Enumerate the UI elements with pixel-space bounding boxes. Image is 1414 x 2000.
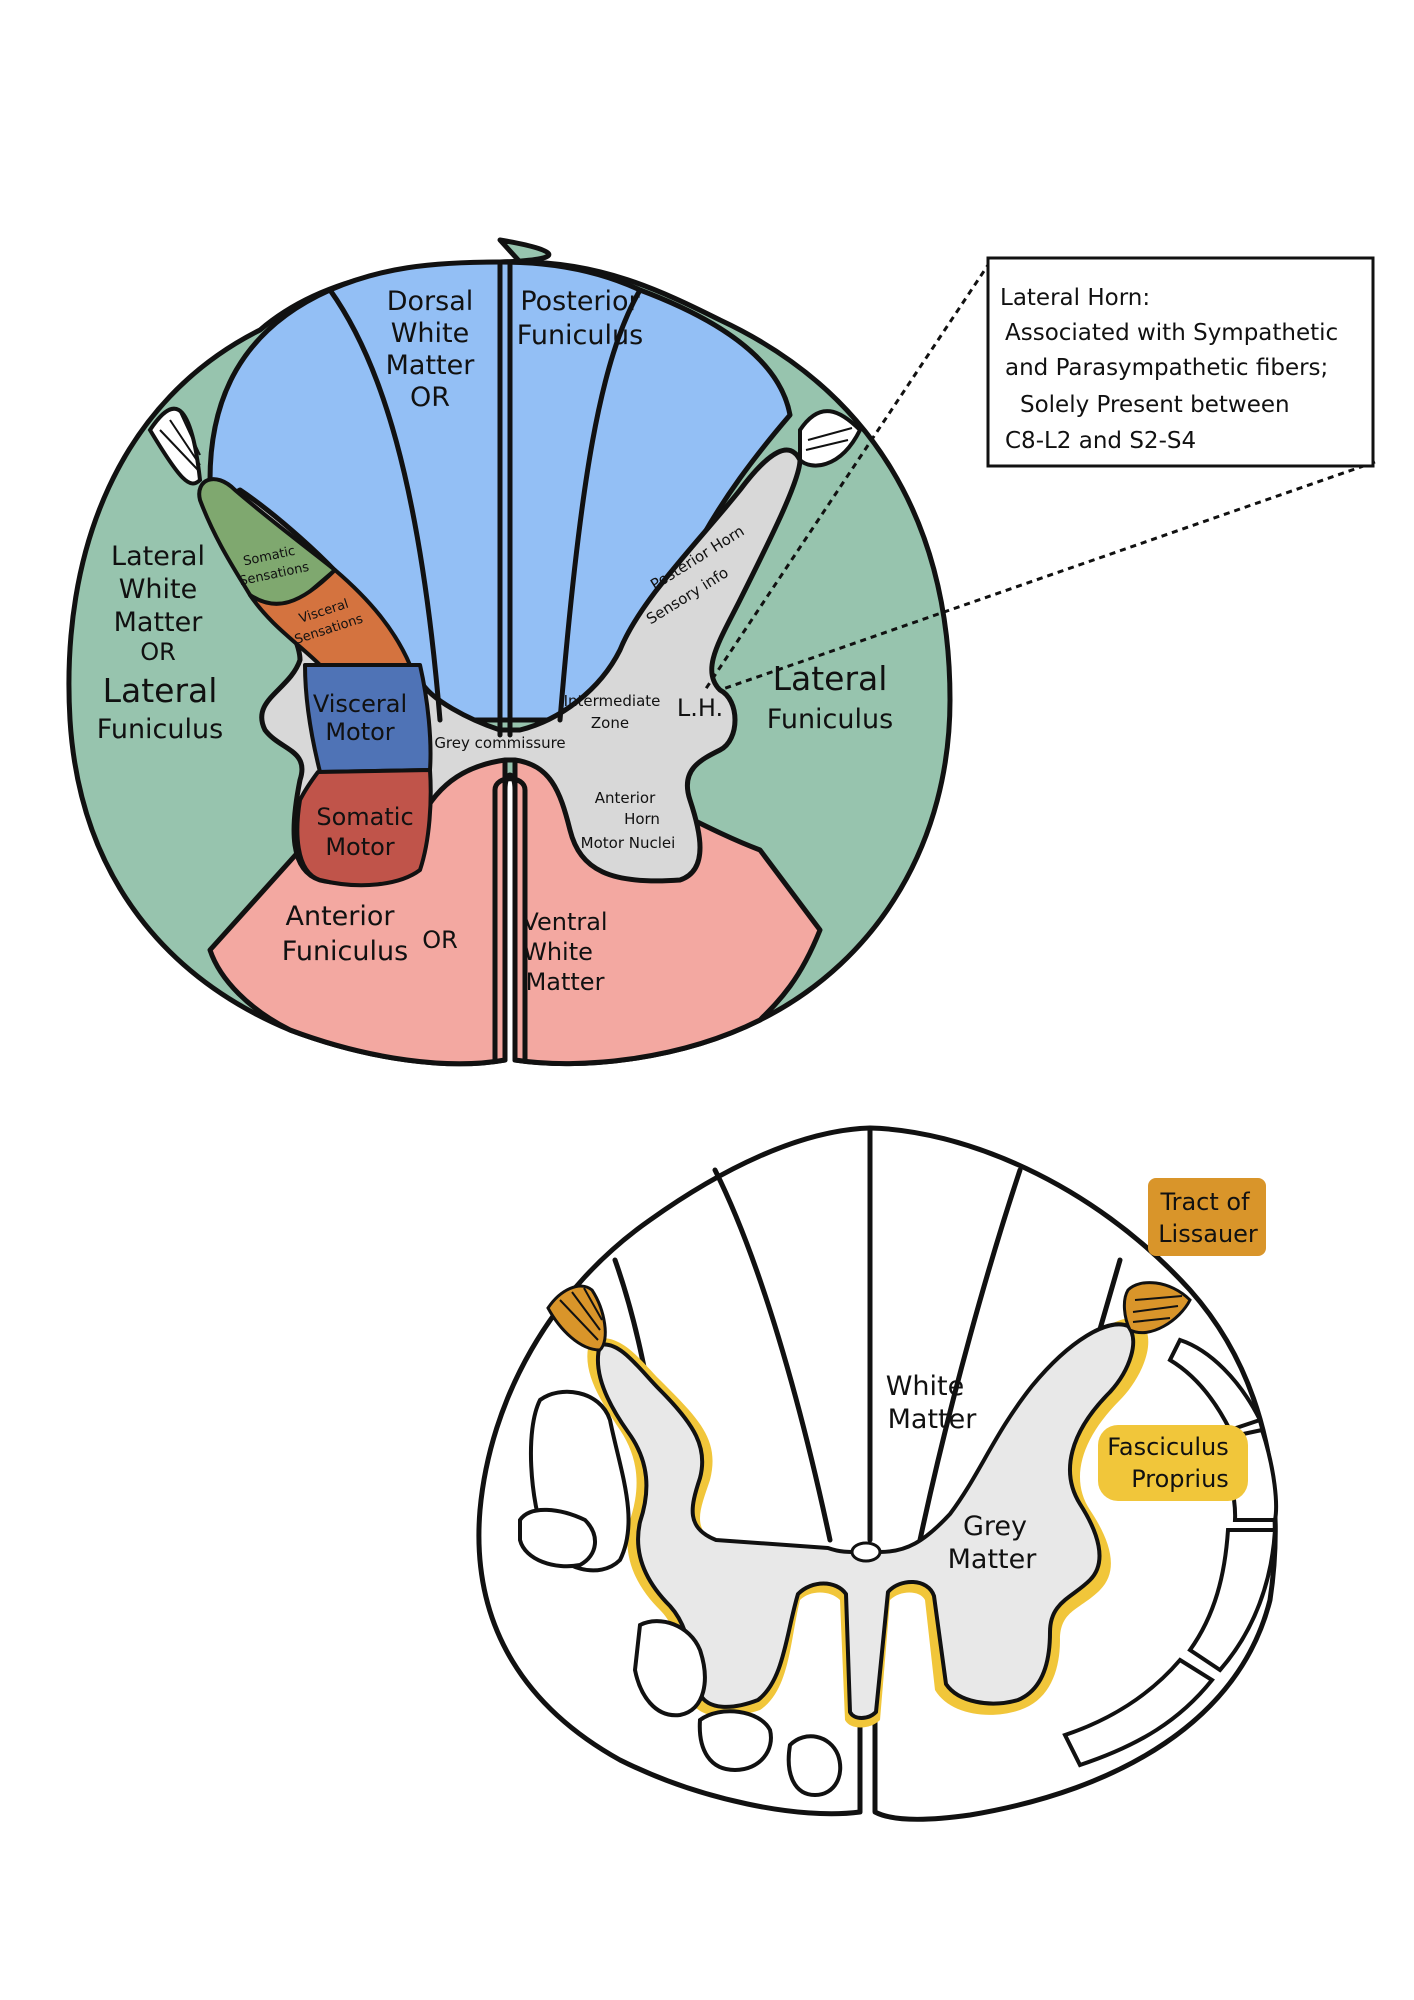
label-intermediate-zone-2: Zone xyxy=(591,714,629,732)
label-dorsal-white-matter: Dorsal White Matter OR xyxy=(386,286,476,413)
label-lateral-line4: OR xyxy=(140,638,176,666)
label-fasciculus-proprius-1: Fasciculus xyxy=(1107,1433,1228,1461)
label-white-matter-2: Matter xyxy=(888,1404,978,1435)
visceral-sensations-region xyxy=(248,568,412,667)
label-lateral-horn: L.H. xyxy=(677,694,723,722)
label-or-mid: OR xyxy=(422,926,458,954)
callout-line-5: C8-L2 and S2-S4 xyxy=(1005,428,1196,454)
label-anterior-horn-3: Motor Nuclei xyxy=(581,834,676,852)
posterior-intermediate-septum-left xyxy=(327,287,443,723)
callout-leader-2 xyxy=(719,460,1376,692)
posterior-intermediate-septum-right xyxy=(557,287,643,723)
callout-leader-1 xyxy=(703,261,992,691)
label-lateral-funiculus-right-2: Funiculus xyxy=(767,704,893,735)
tract-of-lissauer-right xyxy=(1122,1281,1192,1335)
callout-line-3: and Parasympathetic fibers; xyxy=(1005,355,1328,381)
label-visceral-motor-1: Visceral xyxy=(313,690,407,718)
callout-line-1: Lateral Horn: xyxy=(1000,285,1150,311)
label-lateral-funiculus-left-2: Funiculus xyxy=(97,714,223,745)
label-visceral-motor-2: Motor xyxy=(325,718,394,746)
tract-island-3 xyxy=(632,1619,707,1718)
label-lateral-funiculus-left-1: Lateral xyxy=(103,671,218,710)
label-ventral-3: Matter xyxy=(526,968,605,996)
label-grey-commissure: Grey commissure xyxy=(434,734,565,752)
dorsal-root-right xyxy=(798,409,863,468)
label-anterior-horn-2: Horn xyxy=(624,810,660,828)
callout-line-4: Solely Present between xyxy=(1020,392,1290,418)
label-somatic-motor-1: Somatic xyxy=(316,803,413,831)
label-posterior-line2: Funiculus xyxy=(517,320,643,351)
label-lateral-white-matter: Lateral White Matter OR Lateral Funiculu… xyxy=(97,541,223,745)
label-posterior-funiculus: Posterior Funiculus xyxy=(517,286,643,351)
anterior-median-fissure xyxy=(492,776,528,1063)
bottom-dorsal-divider-left xyxy=(712,1167,833,1543)
label-lateral-funiculus-right: Lateral Funiculus xyxy=(767,659,893,735)
label-ventral-2: White xyxy=(523,938,593,966)
callout-box xyxy=(986,256,1375,468)
label-fasciculus-proprius-2: Proprius xyxy=(1131,1465,1229,1493)
tract-of-lissauer-label-bg xyxy=(1148,1178,1266,1256)
top-spinal-cord-diagram: Dorsal White Matter OR Posterior Funicul… xyxy=(66,237,1376,1067)
label-lateral-line2: White xyxy=(119,574,198,605)
label-anterior-horn-1: Anterior xyxy=(595,789,656,807)
label-grey-matter-2: Matter xyxy=(948,1544,1038,1575)
tract-island-4 xyxy=(697,1709,773,1773)
label-somatic-motor-2: Motor xyxy=(325,833,394,861)
callout-line-2: Associated with Sympathetic xyxy=(1005,320,1338,346)
label-lateral-line3: Matter xyxy=(114,607,204,638)
tract-of-lissauer-left xyxy=(546,1284,607,1352)
label-dorsal-line3: Matter xyxy=(386,350,476,381)
bottom-dorsal-divider-right xyxy=(917,1167,1023,1543)
central-canal xyxy=(850,1541,882,1563)
label-anterior-funiculus-1: Anterior xyxy=(285,901,395,932)
label-tract-of-lissauer-1: Tract of xyxy=(1159,1188,1250,1216)
label-tract-of-lissauer-2: Lissauer xyxy=(1158,1220,1258,1248)
label-dorsal-line4: OR xyxy=(410,382,450,413)
label-white-matter-1: White xyxy=(886,1371,965,1402)
tract-island-5 xyxy=(786,1734,843,1798)
tract-island-6 xyxy=(1167,1337,1263,1433)
label-ventral-1: Ventral xyxy=(522,908,607,936)
label-intermediate-zone-1: Intermediate xyxy=(564,692,661,710)
label-dorsal-line2: White xyxy=(391,318,470,349)
tract-island-8 xyxy=(1187,1528,1278,1673)
label-posterior-line1: Posterior xyxy=(520,286,640,317)
somatic-motor-region xyxy=(295,768,433,888)
dorsal-root-left xyxy=(147,406,203,486)
tract-island-9 xyxy=(1062,1657,1215,1768)
fasciculus-proprius-label-bg xyxy=(1098,1425,1248,1501)
bottom-spinal-cord-diagram: Tract of Lissauer White Matter Fasciculu… xyxy=(476,1125,1279,1822)
label-anterior-funiculus-2: Funiculus xyxy=(282,936,408,967)
tract-island-2 xyxy=(518,1507,597,1569)
label-dorsal-line1: Dorsal xyxy=(387,286,474,317)
label-lateral-line1: Lateral xyxy=(111,541,205,572)
label-grey-matter-1: Grey xyxy=(963,1511,1027,1542)
